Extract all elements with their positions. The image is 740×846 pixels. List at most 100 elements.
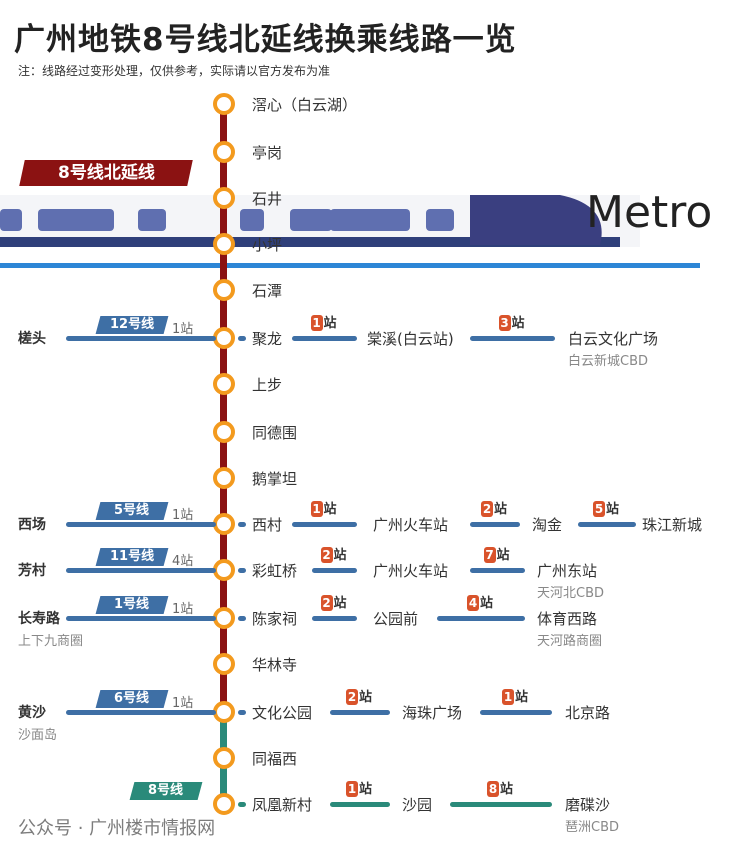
station-marker[interactable]: [213, 559, 235, 581]
station-marker[interactable]: [213, 327, 235, 349]
transfer-station-name[interactable]: 白云文化广场: [568, 330, 659, 348]
station-marker[interactable]: [213, 793, 235, 815]
station-name[interactable]: 石潭: [252, 282, 283, 300]
transfer-station-name[interactable]: 广州火车站: [373, 516, 449, 534]
transfer-station-name[interactable]: 淘金: [532, 516, 563, 534]
station-marker[interactable]: [213, 607, 235, 629]
station-name[interactable]: 文化公园: [252, 704, 313, 722]
transfer-station-name[interactable]: 体育西路: [537, 610, 598, 628]
stop-count-number: 1: [346, 781, 358, 797]
station-name[interactable]: 凤凰新村: [252, 796, 313, 814]
station-name[interactable]: 亭岗: [252, 144, 283, 162]
left-station-name[interactable]: 黄沙: [18, 705, 46, 721]
station-name[interactable]: 滘心（白云湖）: [252, 96, 358, 114]
stop-count-suffix: 站: [515, 690, 529, 705]
stop-count-suffix: 站: [333, 548, 347, 563]
stop-count-number: 3: [498, 315, 511, 331]
transfer-station-name[interactable]: 棠溪(白云站): [367, 330, 454, 348]
transfer-station-name[interactable]: 海珠广场: [402, 704, 463, 722]
transfer-segment: [292, 522, 357, 527]
station-marker[interactable]: [213, 93, 235, 115]
metro-logo: Metro: [586, 187, 713, 238]
left-stop-count: 1站: [172, 322, 194, 337]
transfer-station-name[interactable]: 北京路: [565, 704, 611, 722]
station-area: 天河路商圈: [537, 634, 603, 649]
north-extension-line: [220, 100, 227, 718]
left-station-name[interactable]: 长寿路: [18, 611, 60, 627]
transfer-segment: [480, 710, 552, 715]
transfer-line-left: [66, 710, 216, 715]
left-station-name[interactable]: 西场: [18, 517, 46, 533]
station-marker[interactable]: [213, 279, 235, 301]
stop-count-suffix: 站: [511, 316, 525, 331]
stop-count-number: 1: [310, 315, 323, 331]
transfer-station-name[interactable]: 公园前: [373, 610, 419, 628]
station-marker[interactable]: [213, 747, 235, 769]
station-name[interactable]: 聚龙: [252, 330, 283, 348]
station-name[interactable]: 陈家祠: [252, 610, 298, 628]
station-name[interactable]: 小坪: [252, 236, 283, 254]
stop-count-number: 2: [320, 547, 333, 563]
stop-count-suffix: 站: [359, 690, 373, 705]
transfer-station-name[interactable]: 沙园: [402, 796, 433, 814]
transfer-station-name[interactable]: 珠江新城: [642, 516, 703, 534]
line-badge: 1号线: [95, 596, 169, 614]
transfer-station-name[interactable]: 广州火车站: [373, 562, 449, 580]
station-marker[interactable]: [213, 187, 235, 209]
station-name[interactable]: 同福西: [252, 750, 298, 768]
stop-count-number: 2: [320, 595, 333, 611]
line-badge-label: 5号线: [114, 503, 150, 518]
station-name[interactable]: 华林寺: [252, 656, 298, 674]
transfer-station-name[interactable]: 广州东站: [537, 562, 598, 580]
station-marker[interactable]: [213, 513, 235, 535]
station-marker[interactable]: [213, 467, 235, 489]
stop-count-number: 5: [593, 501, 605, 517]
left-station-area: 上下九商圈: [18, 634, 84, 649]
transfer-station-name[interactable]: 磨碟沙: [565, 796, 611, 814]
transfer-segment: [292, 336, 357, 341]
station-name[interactable]: 鹅掌坦: [252, 470, 298, 488]
left-station-name[interactable]: 槎头: [18, 331, 46, 347]
stop-count-suffix: 站: [606, 502, 620, 517]
station-name[interactable]: 石井: [252, 190, 283, 208]
transfer-line-left: [66, 336, 216, 341]
station-name[interactable]: 西村: [252, 516, 283, 534]
station-marker[interactable]: [213, 373, 235, 395]
transfer-line-stub: [238, 802, 246, 807]
stop-count-suffix: 站: [480, 596, 494, 611]
line-badge: 5号线: [95, 502, 169, 520]
station-marker[interactable]: [213, 701, 235, 723]
station-name[interactable]: 同德围: [252, 424, 298, 442]
station-marker[interactable]: [213, 421, 235, 443]
left-stop-count: 1站: [172, 602, 194, 617]
transfer-segment: [330, 710, 390, 715]
train-illustration: [0, 195, 700, 268]
stop-count-number: 4: [467, 595, 479, 611]
transfer-line-stub: [238, 522, 246, 527]
transfer-line-left: [66, 568, 216, 573]
station-name[interactable]: 彩虹桥: [252, 562, 298, 580]
transfer-segment: [450, 802, 552, 807]
left-station-name[interactable]: 芳村: [18, 563, 46, 579]
disclaimer-note: 注：线路经过变形处理，仅供参考，实际请以官方发布为准: [18, 64, 331, 78]
line-badge-label: 8号线: [148, 783, 184, 798]
stop-count-suffix: 站: [500, 782, 514, 797]
stop-count-suffix: 站: [359, 782, 373, 797]
transfer-line-stub: [238, 336, 246, 341]
station-marker[interactable]: [213, 233, 235, 255]
transfer-segment: [437, 616, 525, 621]
station-name[interactable]: 上步: [252, 376, 283, 394]
station-marker[interactable]: [213, 653, 235, 675]
line-badge: 12号线: [95, 316, 169, 334]
transfer-line-stub: [238, 710, 246, 715]
station-area: 琶洲CBD: [565, 820, 620, 835]
station-marker[interactable]: [213, 141, 235, 163]
